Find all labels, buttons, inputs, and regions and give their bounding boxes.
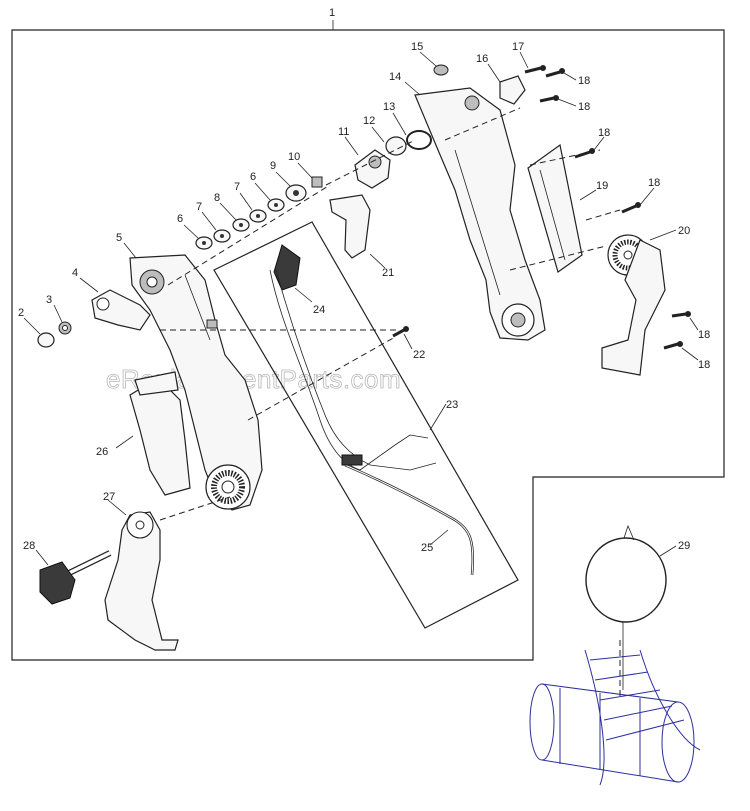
- part-18-screw-e[interactable]: [671, 311, 691, 318]
- part-22-screw[interactable]: [392, 326, 409, 338]
- part-18-screw-d[interactable]: [621, 202, 641, 214]
- callout-21: 21: [382, 267, 394, 279]
- callout-19: 19: [596, 180, 608, 192]
- callout-17: 17: [512, 41, 524, 53]
- part-5-left-housing[interactable]: [129, 254, 263, 511]
- part-5-gear-wheel[interactable]: [205, 464, 251, 510]
- part-3-washer[interactable]: [58, 321, 72, 335]
- callout-24: 24: [313, 304, 325, 316]
- assembly-frame: [11, 29, 725, 661]
- callout-18-b: 18: [578, 101, 590, 113]
- callout-11: 11: [338, 126, 349, 138]
- callout-18-c: 18: [598, 127, 610, 139]
- part-9-washer[interactable]: [285, 184, 307, 202]
- callout-22: 22: [413, 349, 425, 361]
- part-17-screw[interactable]: [524, 65, 546, 74]
- callout-7-a: 7: [196, 201, 202, 213]
- part-28-knob[interactable]: [39, 550, 112, 605]
- alignment-dash-lines: [159, 107, 621, 700]
- hose-coupling-illustration: [529, 649, 701, 786]
- part-6-washer-b[interactable]: [267, 198, 285, 212]
- part-8-washer[interactable]: [232, 218, 250, 232]
- part-21-trigger[interactable]: [329, 194, 371, 259]
- part-20-bracket[interactable]: [601, 234, 666, 376]
- part-7-washer-a[interactable]: [213, 229, 231, 243]
- callout-28: 28: [23, 540, 35, 552]
- callout-3: 3: [46, 294, 52, 306]
- part-18-screw-a[interactable]: [545, 68, 565, 78]
- part-12-seal[interactable]: [385, 136, 407, 156]
- part-18-screw-b[interactable]: [539, 95, 559, 103]
- callout-18-a: 18: [578, 75, 590, 87]
- callout-6-b: 6: [250, 171, 256, 183]
- callout-27: 27: [103, 491, 115, 503]
- callout-5: 5: [116, 232, 122, 244]
- part-16-clamp[interactable]: [499, 75, 526, 105]
- part-15-cap[interactable]: [433, 64, 449, 76]
- part-6-washer-a[interactable]: [195, 236, 213, 250]
- part-10-nut[interactable]: [311, 176, 323, 188]
- part-11-switch[interactable]: [354, 149, 391, 189]
- part-7-washer-b[interactable]: [249, 209, 267, 223]
- callout-23: 23: [446, 399, 458, 411]
- callout-6-a: 6: [177, 213, 183, 225]
- callout-2: 2: [18, 307, 24, 319]
- part-14-right-housing[interactable]: [414, 87, 546, 341]
- part-24-connector[interactable]: [273, 244, 301, 291]
- callout-12: 12: [363, 115, 375, 127]
- callout-9: 9: [270, 160, 276, 172]
- part-26-side-plate[interactable]: [129, 371, 191, 496]
- callout-25: 25: [421, 542, 433, 554]
- sub-assembly-23-frame: [213, 221, 519, 629]
- part-13-ring[interactable]: [406, 130, 432, 150]
- callout-labels: 1 2 3 4 5 6 7 8 7 6 9 10 11 12 13 14 15 …: [18, 7, 710, 554]
- callout-leaders: [23, 51, 699, 690]
- part-4-lever[interactable]: [91, 289, 151, 331]
- callout-26: 26: [96, 446, 108, 458]
- callout-20: 20: [678, 225, 690, 237]
- part-18-screw-f[interactable]: [663, 341, 683, 350]
- part-27-bracket[interactable]: [104, 511, 179, 651]
- part-29-ring-clamp[interactable]: [585, 524, 667, 623]
- callout-16: 16: [476, 53, 488, 65]
- callout-18-e: 18: [698, 329, 710, 341]
- callout-1: 1: [329, 7, 335, 19]
- callout-13: 13: [383, 101, 395, 113]
- callout-29: 29: [678, 540, 690, 552]
- callout-18-d: 18: [648, 177, 660, 189]
- callout-8: 8: [214, 192, 220, 204]
- part-25-cable[interactable]: [341, 454, 475, 576]
- part-18-screw-c[interactable]: [574, 148, 595, 159]
- callout-10: 10: [288, 151, 300, 163]
- callout-14: 14: [389, 71, 401, 83]
- callout-4: 4: [72, 267, 78, 279]
- part-2-nut[interactable]: [37, 332, 55, 348]
- callout-18-f: 18: [698, 359, 710, 371]
- callout-7-b: 7: [234, 181, 240, 193]
- part-19-plate[interactable]: [527, 143, 583, 273]
- callout-15: 15: [411, 41, 423, 53]
